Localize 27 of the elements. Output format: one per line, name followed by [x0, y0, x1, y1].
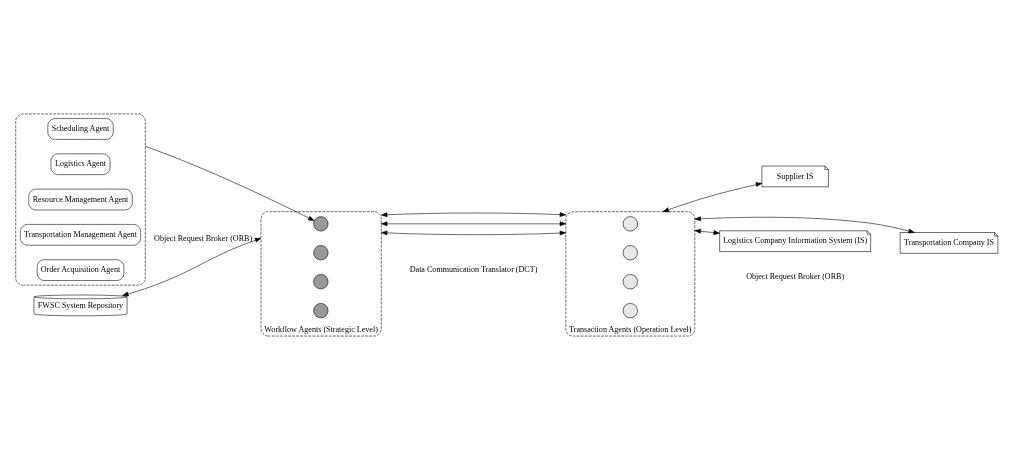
arrow	[381, 230, 567, 236]
cluster: Transaction Agents (Operation Level)	[565, 211, 696, 337]
node-box: Resource Management Agent	[28, 188, 133, 211]
label: Object Request Broker (ORB)	[746, 271, 845, 281]
node-box: Order Acquisition Agent	[36, 259, 125, 281]
arrow	[381, 221, 567, 227]
node-circle	[313, 245, 329, 261]
node-box: Transportation Management Agent	[20, 224, 141, 246]
node-box: Scheduling Agent	[47, 118, 114, 140]
cluster	[15, 113, 146, 286]
arrow	[145, 146, 315, 222]
arrow	[381, 212, 567, 218]
arrow	[694, 216, 915, 234]
node-circle	[622, 245, 638, 261]
node-circle	[622, 303, 638, 319]
node-circle	[313, 216, 329, 232]
node-circle	[313, 303, 329, 319]
node-circle	[622, 274, 638, 290]
arrow	[122, 238, 262, 297]
node-circle	[313, 274, 329, 290]
arrow	[694, 228, 720, 235]
cluster: Workflow Agents (Strategic Level)	[260, 211, 382, 337]
arrow	[662, 182, 763, 212]
node-box: Logistics Agent	[50, 153, 111, 175]
label: Data Communication Translator (DCT)	[409, 265, 538, 275]
edge-label: Object Request Broker (ORB)	[154, 233, 253, 243]
node-circle	[622, 216, 638, 232]
